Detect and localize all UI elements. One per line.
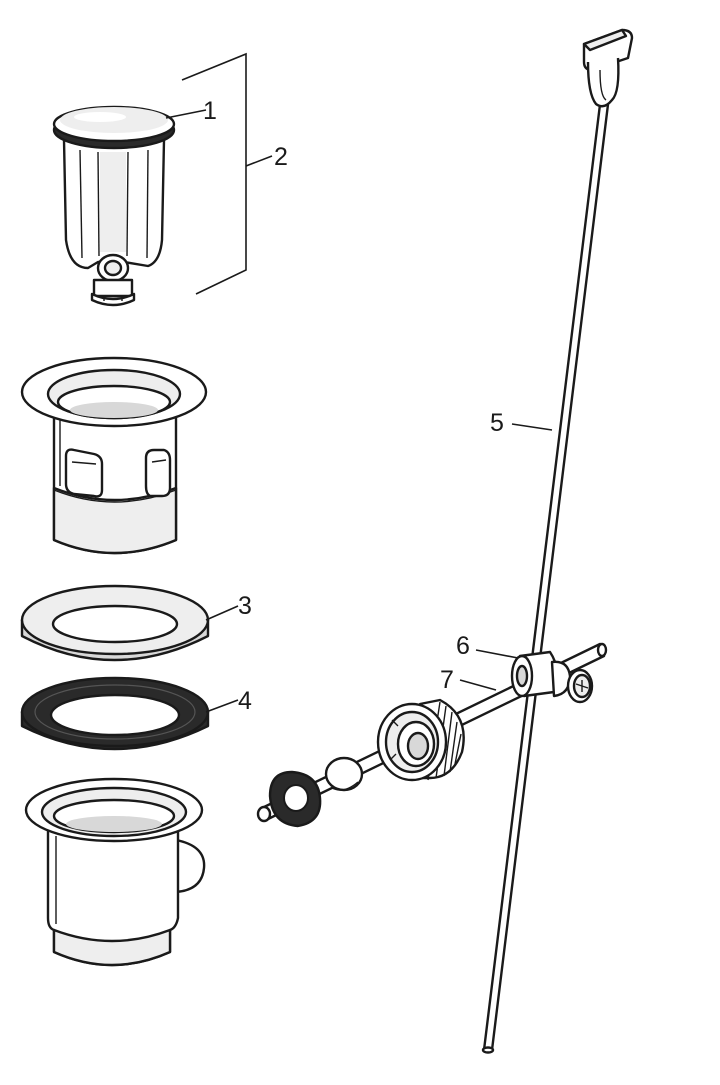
- drain-body: [24, 777, 206, 967]
- lift-rod: [481, 28, 634, 1054]
- callout-6: 6: [456, 632, 470, 660]
- leader-4: [205, 699, 239, 713]
- callout-7: 7: [440, 666, 454, 694]
- leader-2: [245, 155, 273, 167]
- callout-2: 2: [274, 143, 288, 171]
- clamp: [510, 650, 594, 704]
- leader-1: [165, 109, 207, 119]
- plug-assembly: [52, 52, 247, 307]
- leader-3: [205, 605, 239, 621]
- rubber-seal: [20, 676, 210, 751]
- callout-3: 3: [238, 592, 252, 620]
- leader-6: [475, 649, 519, 659]
- leader-5: [511, 423, 553, 431]
- leader-lines: [165, 109, 553, 713]
- drain-flange: [20, 356, 208, 555]
- callout-5: 5: [490, 409, 504, 437]
- flat-washer: [20, 584, 210, 662]
- callout-4: 4: [238, 687, 252, 715]
- rod-seal: [268, 770, 322, 828]
- nut: [376, 698, 465, 782]
- callout-1: 1: [203, 97, 217, 125]
- plug-cap: [52, 105, 176, 150]
- leader-7: [459, 679, 497, 691]
